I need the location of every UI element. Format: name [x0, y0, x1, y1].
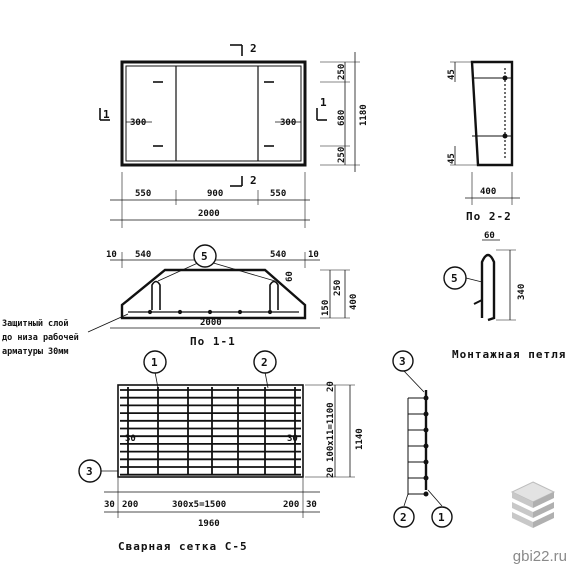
slab-stack-logo-icon [510, 481, 556, 528]
plan-view [99, 44, 360, 228]
plan-dim-680: 680 [337, 110, 347, 126]
mesh-dim-30-right: 30 [287, 434, 298, 444]
loop-callout-circle [443, 266, 467, 290]
detail-weld-point [423, 459, 429, 465]
loop-dim-340: 340 [517, 284, 527, 300]
mesh-dim-100x11: 100х11=1100 [326, 402, 336, 462]
mesh-dim-bottom-30-left: 30 [104, 500, 115, 510]
section11-label: По 1-1 [190, 335, 236, 348]
section11-dim-540-right: 540 [270, 250, 286, 260]
detail-callout-1: 1 [438, 511, 445, 524]
section11-dim-540-left: 540 [135, 250, 151, 260]
section-2-2-view [450, 60, 520, 205]
section11-dim-400: 400 [349, 294, 359, 310]
detail-weld-point [423, 395, 429, 401]
mesh-callout-3-circle [78, 459, 102, 483]
loop-callout-5: 5 [451, 272, 458, 285]
detail-weld-point [423, 475, 429, 481]
section11-dim-10-right: 10 [308, 250, 319, 260]
mesh-dim-bottom-200-right: 200 [283, 500, 299, 510]
plan-dim-550-right: 550 [270, 189, 286, 199]
detail-callout-3: 3 [399, 355, 406, 368]
detail-callout-1-circle [431, 506, 453, 528]
mesh-callout-2: 2 [261, 356, 268, 369]
mesh-dim-1140: 1140 [355, 428, 365, 450]
section11-dim-250: 250 [333, 280, 343, 296]
section-1-1-view [87, 252, 350, 333]
section11-dim-10-left: 10 [106, 250, 117, 260]
plan-dim-2000: 2000 [198, 209, 220, 219]
detail-callout-2: 2 [400, 511, 407, 524]
mesh-dim-20-top: 20 [326, 381, 336, 392]
cut-mark-top-label: 2 [250, 42, 257, 55]
detail-weld-point [423, 427, 429, 433]
detail-callout-3-circle [392, 350, 414, 372]
mesh-dim-bottom-30-right: 30 [306, 500, 317, 510]
section11-dim-150: 150 [321, 300, 331, 316]
mesh-dim-20-bottom: 20 [326, 467, 336, 478]
mesh-label: Сварная сетка С-5 [118, 540, 248, 553]
cover-note-line2: до низа рабочей [2, 332, 79, 343]
detail-weld-point [423, 411, 429, 417]
mounting-loop-view [465, 239, 516, 322]
mesh-callout-1: 1 [151, 356, 158, 369]
detail-weld-point [423, 491, 429, 497]
section11-dim-60: 60 [285, 271, 295, 282]
section22-dim-45-top: 45 [447, 69, 457, 80]
plan-dim-250-top: 250 [337, 64, 347, 80]
welded-mesh-view [100, 371, 355, 518]
mesh-callout-3: 3 [86, 465, 93, 478]
mesh-dim-bottom-300x5: 300х5=1500 [172, 500, 226, 510]
detail-weld-point [423, 443, 429, 449]
cut-mark-bottom-label: 2 [250, 174, 257, 187]
cover-note-line1: Защитный слой [2, 319, 69, 329]
cover-note-line3: арматуры 30мм [2, 347, 69, 357]
detail-callout-2-circle [393, 506, 415, 528]
section22-label: По 2-2 [466, 210, 512, 223]
mesh-detail-view [402, 369, 443, 507]
section11-dim-2000: 2000 [200, 318, 222, 328]
loop-dim-60: 60 [484, 231, 495, 241]
cut-mark-left-label: 1 [103, 108, 110, 121]
callout-5-circle [193, 244, 217, 268]
section22-dim-400: 400 [480, 187, 496, 197]
cut-mark-right-label: 1 [320, 96, 327, 109]
plan-dim-900: 900 [207, 189, 223, 199]
mesh-dim-1960: 1960 [198, 519, 220, 529]
plan-dim-550-left: 550 [135, 189, 151, 199]
section22-dim-45-bottom: 45 [447, 153, 457, 164]
site-watermark: gbi22.ru [512, 548, 567, 565]
mesh-callout-2-circle [253, 350, 277, 374]
loop-label: Монтажная петля [452, 348, 566, 361]
plan-dim-300-left: 300 [130, 118, 146, 128]
plan-dim-300-right: 300 [280, 118, 296, 128]
plan-dim-1180: 1180 [359, 104, 369, 126]
mesh-callout-1-circle [143, 350, 167, 374]
mesh-dim-30-left: 30 [125, 434, 136, 444]
plan-dim-250-bottom: 250 [337, 147, 347, 163]
mesh-dim-bottom-200-left: 200 [122, 500, 138, 510]
section11-callout-5: 5 [201, 250, 208, 263]
